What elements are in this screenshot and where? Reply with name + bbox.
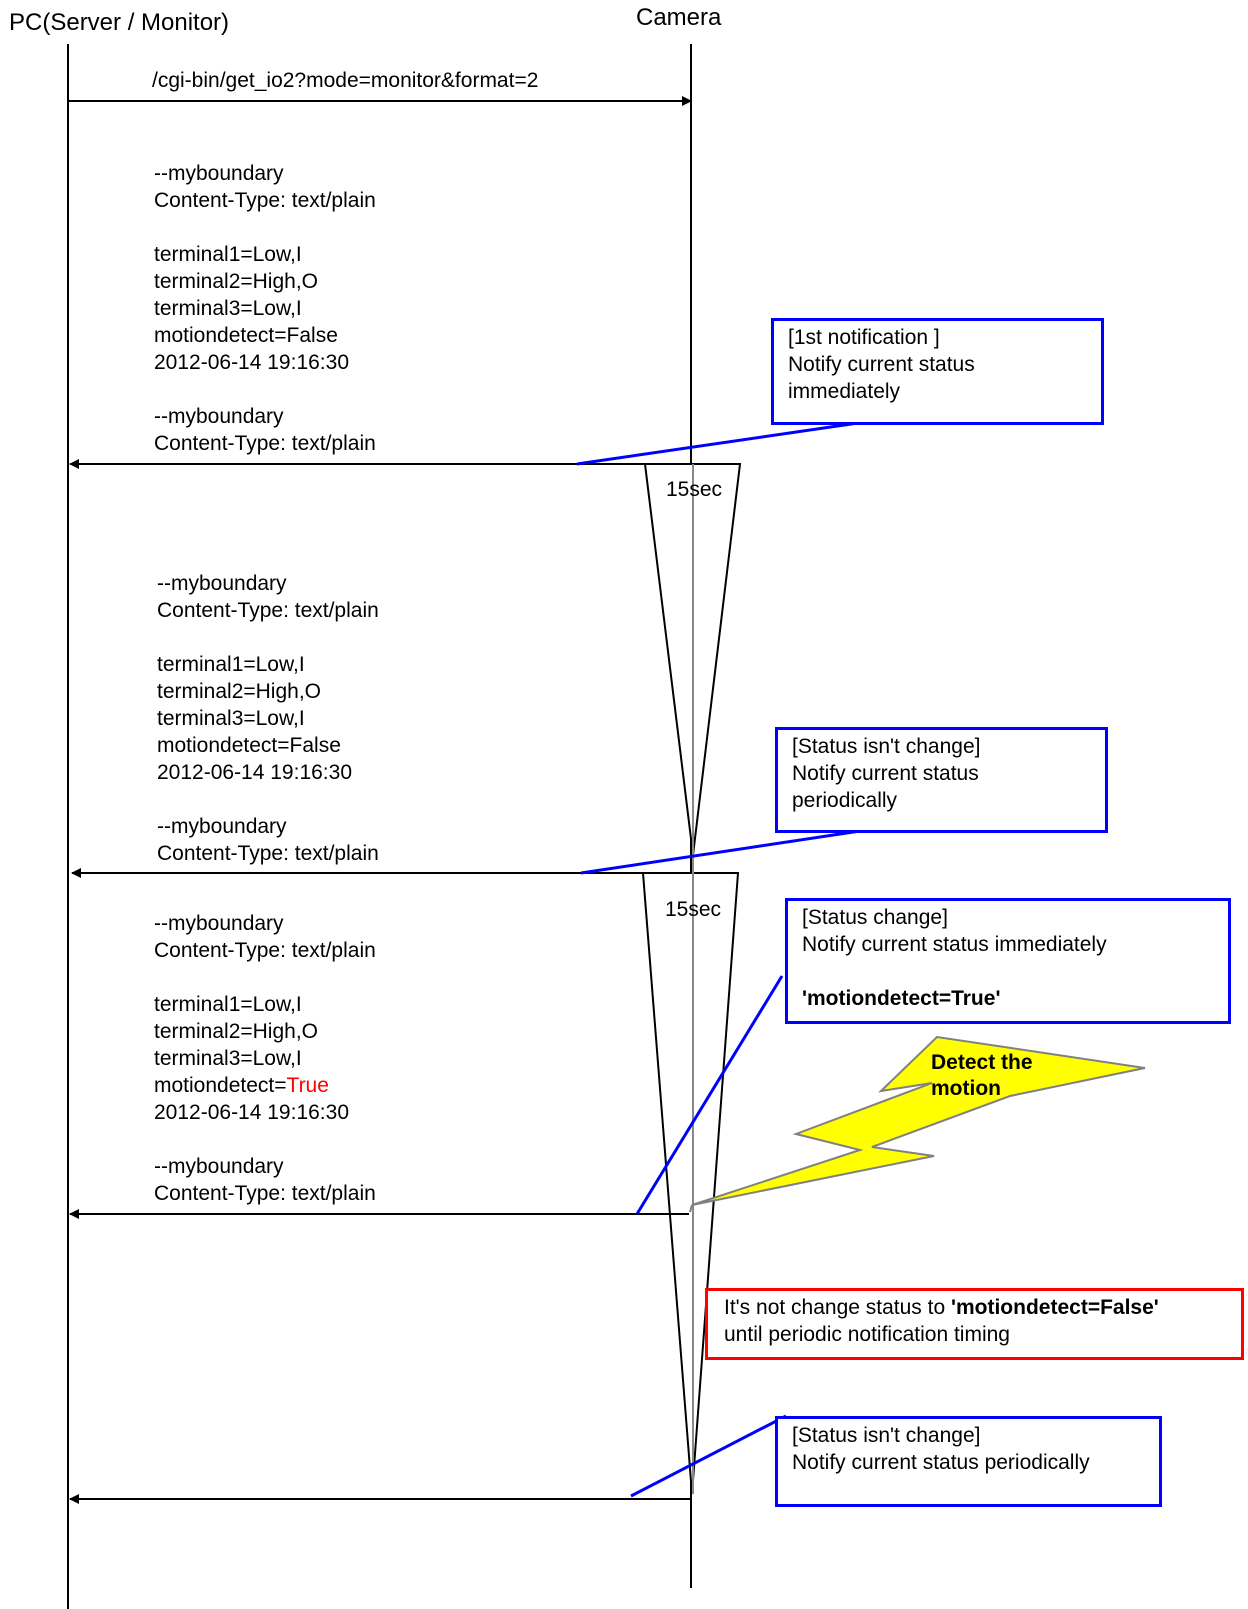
note-title: [Status isn't change] (792, 735, 981, 758)
timestamp-line: 2012-06-14 19:16:30 (157, 761, 352, 784)
message-block-2: --myboundary Content-Type: text/plain te… (157, 570, 379, 867)
note-text: It's not change status to 'motiondetect=… (724, 1296, 1159, 1319)
callout-line-1 (576, 421, 859, 466)
boundary-line: --myboundary (154, 162, 284, 185)
terminal1-line: terminal1=Low,I (157, 653, 305, 676)
content-type-line: Content-Type: text/plain (154, 939, 376, 962)
timestamp-line: 2012-06-14 19:16:30 (154, 351, 349, 374)
motion-event-line: Detect the (931, 1051, 1033, 1074)
timestamp-line: 2012-06-14 19:16:30 (154, 1101, 349, 1124)
boundary-line: --myboundary (154, 405, 284, 428)
timer-triangle-2 (641, 872, 740, 1495)
content-type-line: Content-Type: text/plain (154, 1182, 376, 1205)
motion-event-label: Detect the motion (931, 1050, 1033, 1102)
timer-label-2: 15sec (665, 898, 722, 921)
note-title: [Status change] (802, 906, 948, 929)
boundary-line: --myboundary (157, 572, 287, 595)
motiondetect-line: motiondetect=False (157, 734, 341, 757)
note-text: Notify current status (788, 353, 975, 376)
bolt-tail (689, 1204, 693, 1213)
lightning-bolt-shape (691, 1035, 1146, 1206)
motiondetect-line: motiondetect=True (154, 1074, 329, 1097)
content-type-line: Content-Type: text/plain (157, 842, 379, 865)
motiondetect-value: False (286, 324, 338, 347)
callout-line-3 (635, 975, 784, 1215)
boundary-line: --myboundary (154, 1155, 284, 1178)
motion-event-line: motion (931, 1077, 1001, 1100)
note-title: [1st notification ] (788, 326, 940, 349)
participant-pc-label: PC(Server / Monitor) (9, 9, 230, 36)
note-text: until periodic notification timing (724, 1323, 1010, 1346)
terminal2-line: terminal2=High,O (154, 270, 318, 293)
note-periodic-1: [Status isn't change] Notify current sta… (775, 727, 1108, 833)
motiondetect-value: False (289, 734, 341, 757)
note-text: periodically (792, 789, 898, 812)
note-title: [Status isn't change] (792, 1424, 981, 1447)
note-text: Notify current status periodically (792, 1451, 1090, 1474)
note-text: Notify current status (792, 762, 979, 785)
request-url-label: /cgi-bin/get_io2?mode=monitor&format=2 (152, 69, 539, 92)
message-block-1: --myboundary Content-Type: text/plain te… (154, 160, 376, 457)
message-block-3: --myboundary Content-Type: text/plain te… (154, 910, 376, 1207)
note-periodic-2: [Status isn't change] Notify current sta… (775, 1416, 1162, 1507)
terminal3-line: terminal3=Low,I (154, 297, 302, 320)
terminal2-line: terminal2=High,O (154, 1020, 318, 1043)
terminal1-line: terminal1=Low,I (154, 243, 302, 266)
callout-line-4 (630, 1414, 787, 1498)
content-type-line: Content-Type: text/plain (154, 432, 376, 455)
motiondetect-line: motiondetect=False (154, 324, 338, 347)
terminal3-line: terminal3=Low,I (154, 1047, 302, 1070)
note-emphasis: 'motiondetect=True' (802, 987, 1001, 1010)
timer-label-1: 15sec (666, 478, 723, 501)
motiondetect-value-highlight: True (286, 1074, 329, 1097)
content-type-line: Content-Type: text/plain (157, 599, 379, 622)
terminal3-line: terminal3=Low,I (157, 707, 305, 730)
note-text: Notify current status immediately (802, 933, 1107, 956)
note-no-false-until-periodic: It's not change status to 'motiondetect=… (705, 1288, 1244, 1360)
callout-line-2 (580, 829, 861, 875)
note-emphasis: 'motiondetect=False' (950, 1296, 1159, 1319)
boundary-line: --myboundary (157, 815, 287, 838)
participant-camera-label: Camera (636, 4, 722, 31)
boundary-line: --myboundary (154, 912, 284, 935)
terminal2-line: terminal2=High,O (157, 680, 321, 703)
note-first-notification: [1st notification ] Notify current statu… (771, 318, 1104, 425)
note-text: immediately (788, 380, 901, 403)
terminal1-line: terminal1=Low,I (154, 993, 302, 1016)
note-status-change: [Status change] Notify current status im… (785, 898, 1231, 1024)
content-type-line: Content-Type: text/plain (154, 189, 376, 212)
